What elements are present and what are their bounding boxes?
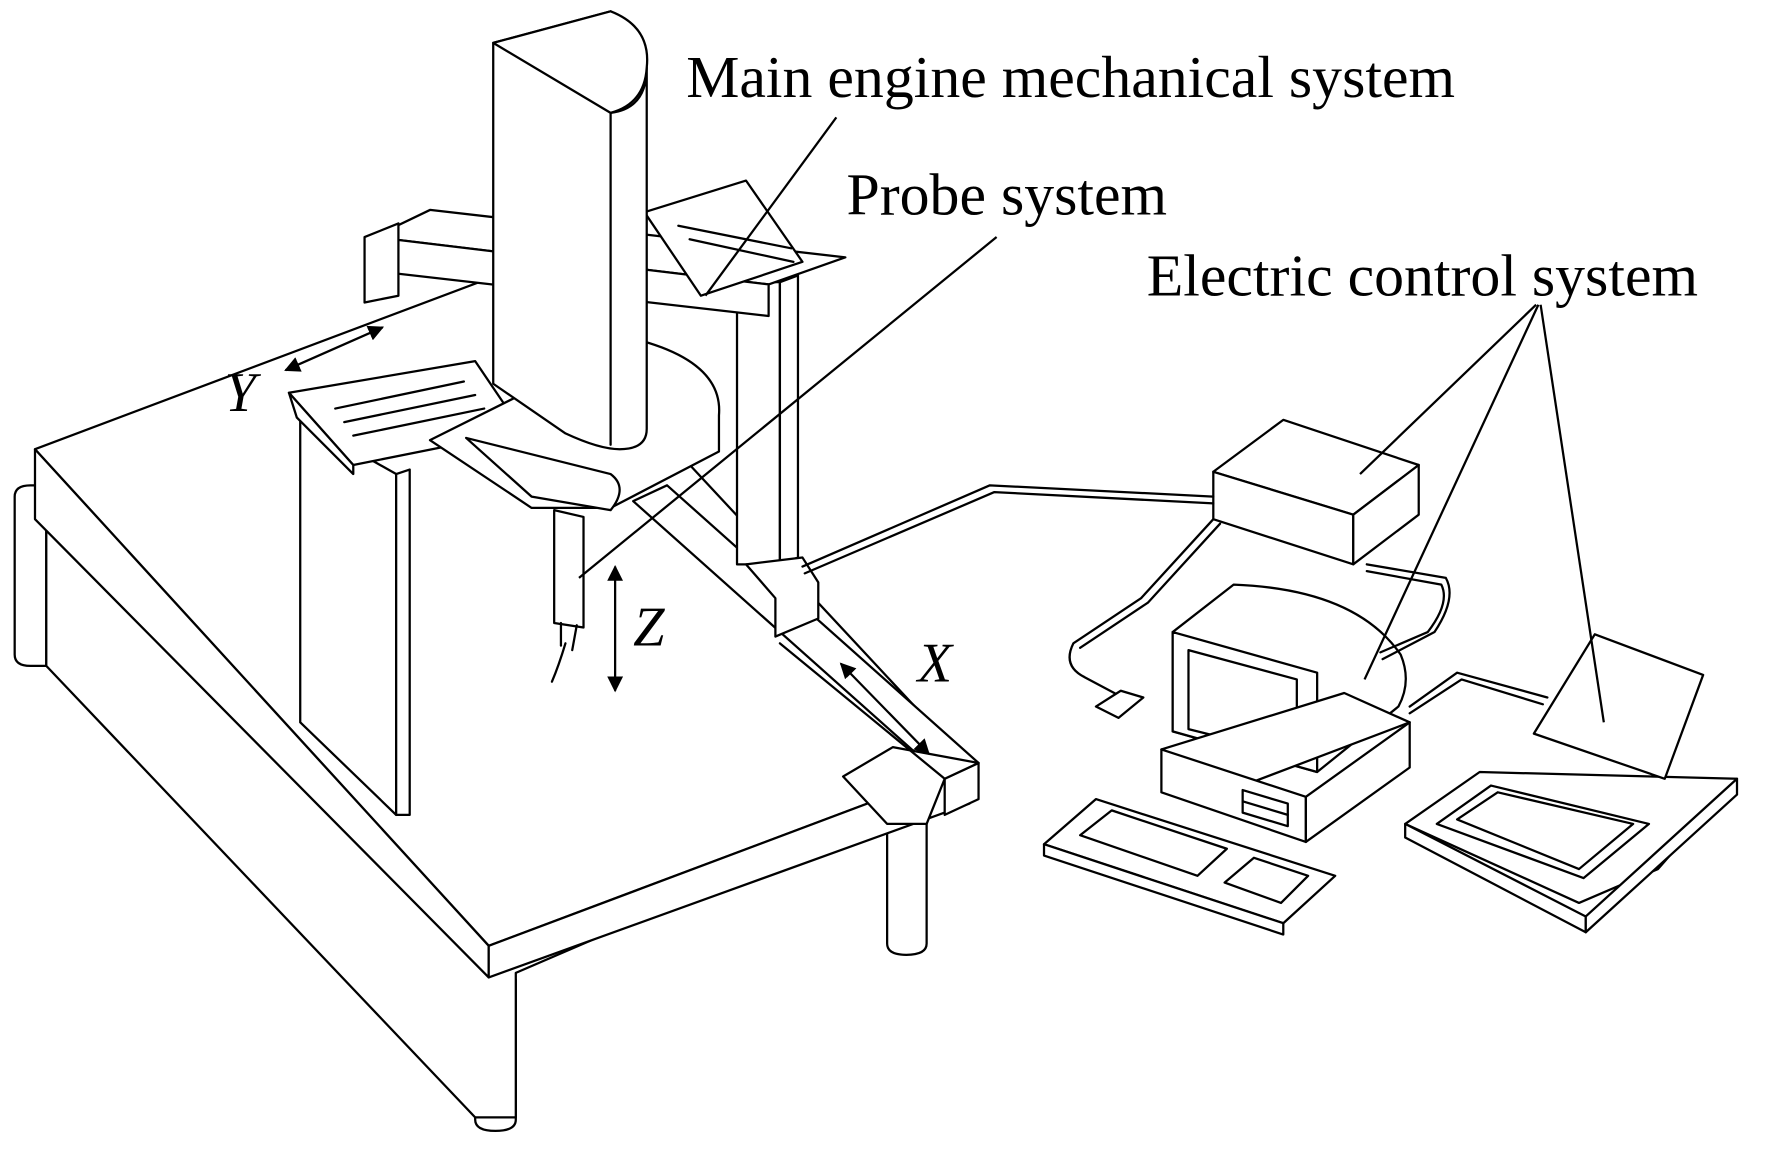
y-rail-face: [287, 391, 355, 476]
controller-box: [1212, 418, 1420, 566]
foot-pedal: [1094, 689, 1145, 719]
leader-probe: [578, 236, 998, 579]
z-ram-column: [492, 10, 649, 451]
leader-electric-2: [1363, 304, 1540, 680]
axis-arrows: [284, 325, 930, 756]
leader-main-engine: [704, 116, 838, 297]
printer-paper: [1532, 633, 1705, 780]
printer-side: [1584, 777, 1739, 934]
bridge-right-pillar: [735, 274, 820, 638]
leader-electric-3: [1539, 304, 1605, 723]
label-main-engine: Main engine mechanical system: [686, 44, 1455, 110]
right-pillar-front: [735, 281, 782, 566]
label-electric-control: Electric control system: [1147, 243, 1698, 309]
label-probe: Probe system: [846, 161, 1167, 227]
right-pillar-side: [778, 274, 800, 566]
axis-label-x: X: [916, 633, 955, 695]
axis-label-y: Y: [225, 362, 262, 424]
right-pillar-foot: [744, 556, 820, 638]
y-axis-arrow: [284, 325, 385, 372]
carriage-lower-face: [465, 436, 621, 512]
beam-rail-upper: [643, 179, 804, 297]
x-axis-arrow: [839, 662, 930, 756]
base-leg-right: [886, 822, 928, 956]
gantry-left-leg: [299, 418, 411, 817]
case-side: [1304, 721, 1411, 844]
probe-body: [553, 509, 585, 629]
leader-lines: [578, 116, 1605, 723]
keyboard-front: [1042, 843, 1285, 936]
controller-side: [1352, 463, 1420, 566]
probe: [550, 509, 585, 683]
keyboard: [1042, 797, 1337, 936]
left-leg-side: [395, 468, 411, 817]
computer-case: [1160, 691, 1411, 844]
ram-column: [492, 10, 648, 451]
leader-electric-1: [1359, 303, 1537, 475]
axis-label-z: Z: [633, 597, 665, 659]
printer: [1404, 633, 1739, 934]
beam-left-pillar: [363, 222, 400, 304]
ram-column-cap: [492, 10, 649, 114]
cables: [801, 484, 1549, 719]
